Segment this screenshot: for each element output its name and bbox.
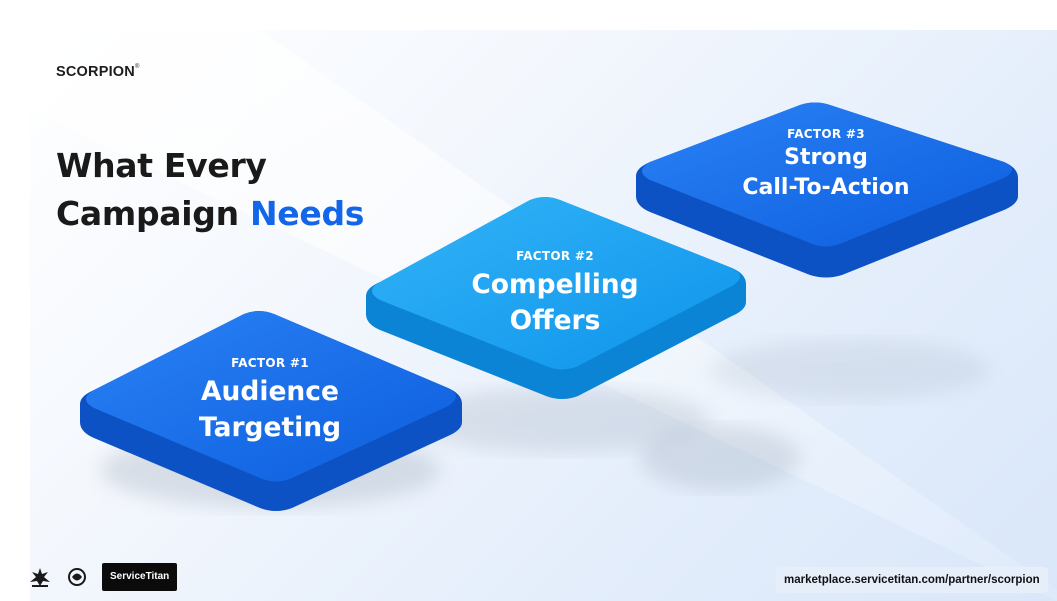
heading-line-2: Campaign Needs [56, 190, 364, 238]
heading-line-2-prefix: Campaign [56, 194, 250, 233]
factor-tile-2 [366, 197, 746, 399]
factor-1-title-line-1: Audience [201, 376, 339, 407]
factor-3-title-line-2: Call-To-Action [742, 175, 910, 200]
factor-3-text: FACTOR #3 Strong Call-To-Action [706, 127, 946, 203]
scorpion-logo: SCORPION® [56, 64, 140, 80]
factor-1-title-line-2: Targeting [198, 412, 342, 443]
factor-3-title-line-1: Strong [784, 145, 868, 170]
factor-1-text: FACTOR #1 Audience Targeting [150, 356, 390, 446]
servicetitan-logo: ServiceTitan [102, 563, 178, 591]
page-heading: What Every Campaign Needs [56, 142, 364, 238]
factor-2-text: FACTOR #2 Compelling Offers [435, 249, 675, 339]
factor-3-kicker: FACTOR #3 [787, 127, 865, 141]
marketplace-url[interactable]: marketplace.servicetitan.com/partner/sco… [776, 567, 1048, 593]
factor-2-title-line-2: Offers [509, 305, 601, 336]
heading-accent-word: Needs [249, 194, 365, 233]
partner-logos: ServiceTitan [28, 563, 178, 591]
factor-2-kicker: FACTOR #2 [516, 249, 594, 263]
brand-name: SCORPION [56, 64, 135, 80]
factor-1-kicker: FACTOR #1 [231, 356, 309, 370]
factor-tile-3 [636, 102, 1018, 278]
heading-line-1: What Every [56, 146, 267, 185]
factor-tile-1 [80, 311, 462, 511]
factor-2-title-line-1: Compelling [471, 269, 639, 300]
partner-badge-icon [68, 568, 86, 586]
partner-mark-icon [30, 568, 50, 587]
